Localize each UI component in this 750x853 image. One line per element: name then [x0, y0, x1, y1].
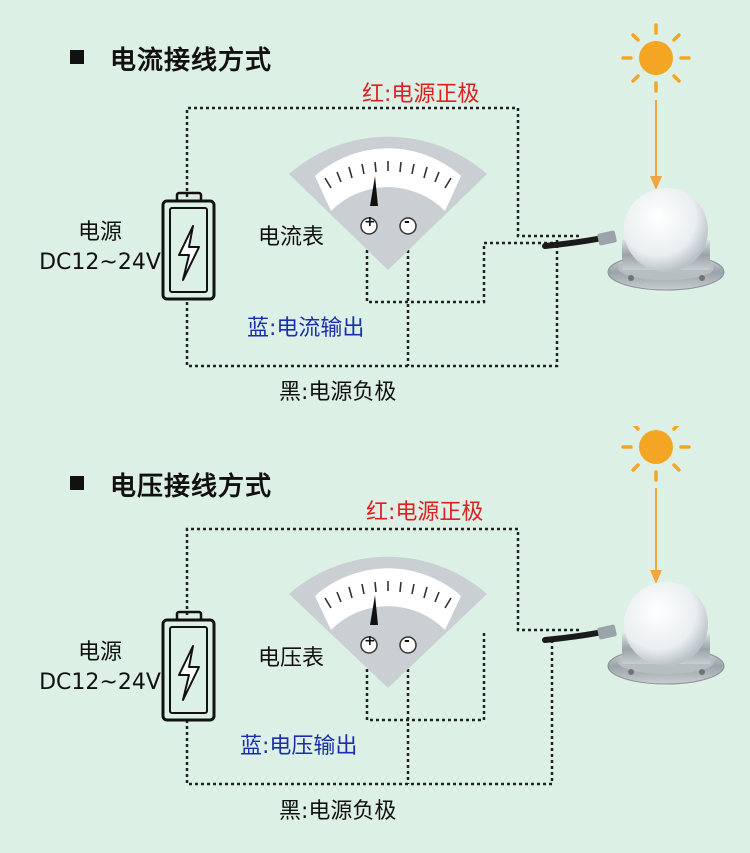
section-bullet — [70, 476, 84, 490]
lightning-icon — [178, 225, 200, 281]
meter-icon — [289, 556, 487, 688]
meter-icon — [289, 136, 487, 270]
power-supply-voltage: DC12~24V — [39, 670, 161, 695]
meter-plus-terminal: + — [364, 633, 376, 649]
power-supply-voltage: DC12~24V — [39, 250, 161, 275]
power-supply-label: 电源 DC12~24V — [38, 218, 162, 278]
sun-icon — [621, 426, 691, 482]
power-supply-label: 电源 DC12~24V — [38, 638, 162, 698]
section-bullet — [70, 50, 84, 64]
lightning-icon — [178, 645, 200, 701]
red-wire-label: 红:电源正极 — [366, 500, 484, 525]
wires — [185, 527, 580, 786]
blue-wire — [365, 238, 580, 304]
current-wiring-section: 电流接线方式 — [0, 0, 750, 426]
light-sensor-icon — [597, 188, 725, 291]
red-wire — [185, 106, 580, 238]
red-wire-label: 红:电源正极 — [362, 82, 480, 107]
sun-ray-arrow — [650, 488, 662, 584]
blue-wire-label: 蓝:电压输出 — [240, 734, 358, 759]
light-sensor-icon — [597, 582, 725, 685]
sun-icon — [621, 23, 691, 93]
battery-icon — [161, 610, 216, 722]
wiring-graphic — [161, 23, 725, 368]
blue-wire-label: 蓝:电流输出 — [247, 316, 365, 341]
voltage-wiring-section: 电压接线方式 — [0, 426, 750, 852]
blue-wire — [365, 630, 486, 722]
meter-plus-terminal: + — [364, 214, 376, 230]
meter-label: 电流表 — [258, 225, 325, 250]
black-wire — [185, 240, 559, 368]
section-title: 电流接线方式 — [110, 46, 273, 76]
meter-minus-terminal: - — [404, 633, 410, 649]
black-wire-label: 黑:电源负极 — [279, 799, 397, 824]
meter-label: 电压表 — [258, 646, 325, 671]
section-title: 电压接线方式 — [110, 472, 273, 502]
red-wire — [185, 527, 580, 632]
battery-icon — [161, 191, 216, 301]
sun-ray-arrow — [650, 100, 662, 190]
wires — [185, 106, 580, 368]
meter-minus-terminal: - — [404, 214, 410, 230]
power-supply-name: 电源 — [77, 640, 122, 665]
black-wire — [185, 638, 554, 786]
power-supply-name: 电源 — [77, 220, 122, 245]
black-wire-label: 黑:电源负极 — [279, 380, 397, 405]
wiring-graphic — [161, 426, 725, 786]
